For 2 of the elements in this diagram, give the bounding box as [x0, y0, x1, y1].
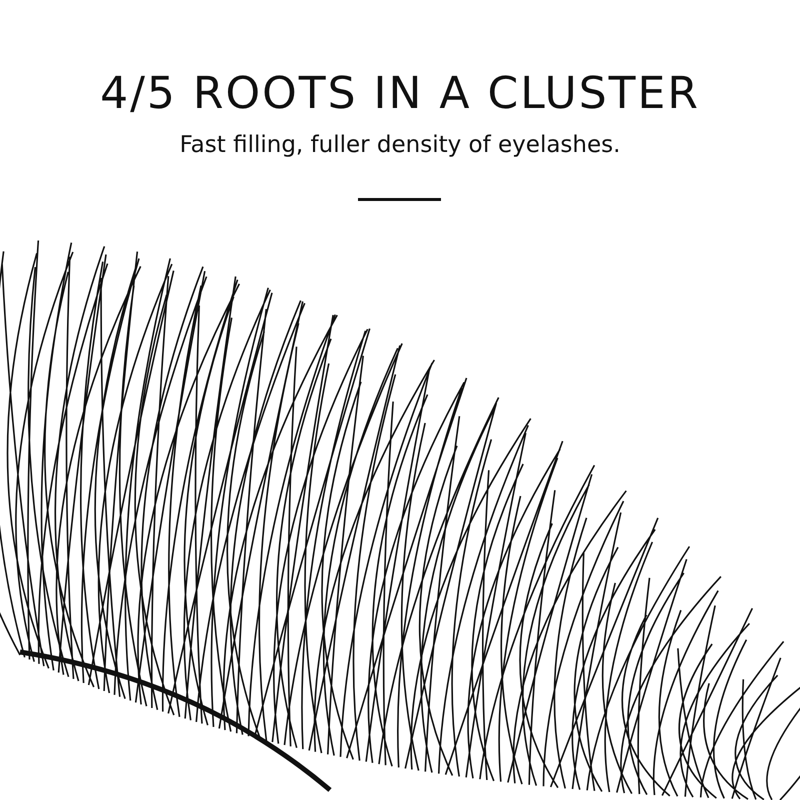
title: 4/5 ROOTS IN A CLUSTER: [99, 68, 701, 119]
subtitle: Fast filling, fuller density of eyelashes.: [178, 132, 622, 158]
